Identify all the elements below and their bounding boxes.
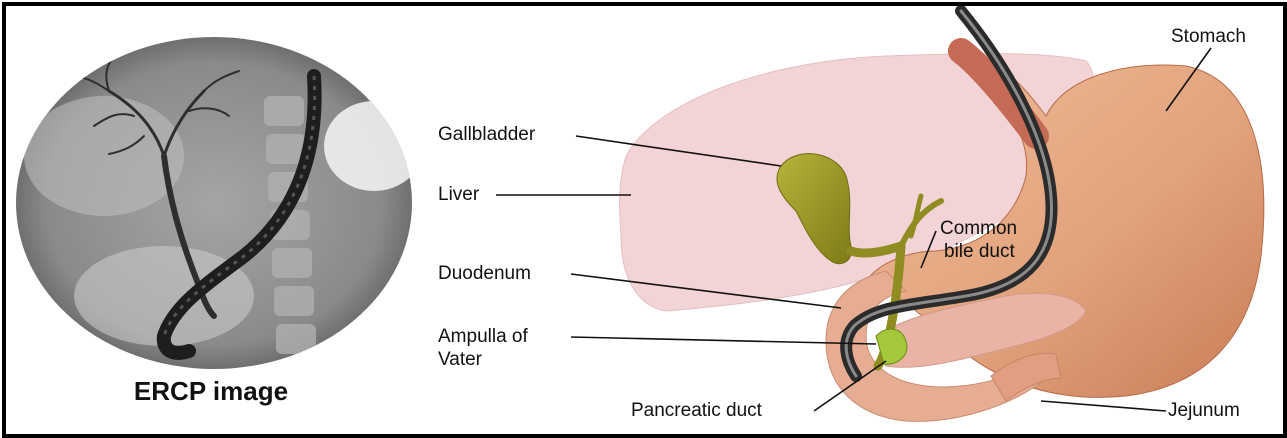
- label-common-bile-duct-line1: Common: [940, 218, 1017, 240]
- label-gallbladder: Gallbladder: [438, 124, 535, 146]
- label-liver: Liver: [438, 184, 479, 206]
- label-duodenum: Duodenum: [438, 263, 531, 285]
- label-common-bile-duct-line2: bile duct: [944, 241, 1015, 263]
- label-ampulla-line2: Vater: [438, 349, 482, 371]
- label-pancreatic-duct: Pancreatic duct: [631, 400, 762, 422]
- label-stomach: Stomach: [1171, 26, 1246, 48]
- anatomy-illustration: [6, 6, 1283, 434]
- label-jejunum: Jejunum: [1168, 400, 1240, 422]
- label-ampulla-line1: Ampulla of: [438, 326, 528, 348]
